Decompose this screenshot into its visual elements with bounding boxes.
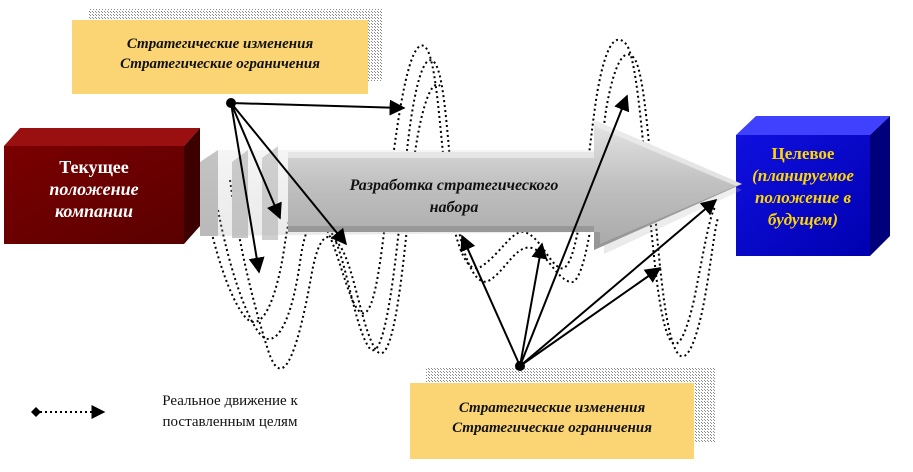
- target-state-line2: (планируемое: [752, 166, 854, 185]
- legend-label: Реальное движение к поставленным целям: [120, 391, 340, 433]
- bottom-label-line1: Стратегические изменения: [458, 400, 646, 416]
- strategy-arrow-label: Разработка стратегического набора: [296, 175, 612, 219]
- target-state-label: Целевое (планируемое положение в будущем…: [736, 143, 870, 231]
- current-state-title: Текущее: [59, 157, 129, 177]
- top-label-line1: Стратегические изменения: [126, 36, 314, 52]
- target-state-box: [736, 116, 890, 256]
- bottom-impact-arrows: [460, 94, 718, 367]
- bottom-source-point: [515, 361, 525, 371]
- target-state-line3: положение в: [754, 188, 852, 207]
- current-state-line2: положение: [49, 179, 139, 199]
- top-label-line2: Стратегические ограничения: [120, 56, 320, 72]
- bottom-label-box: Стратегические изменения Стратегические …: [410, 383, 694, 459]
- bottom-label-line2: Стратегические ограничения: [452, 420, 652, 436]
- top-impact-arrows: [230, 99, 406, 274]
- strategy-arrow-line2: набора: [429, 199, 479, 216]
- legend-line1: Реальное движение к: [162, 393, 298, 409]
- current-state-label: Текущее положение компании: [4, 156, 184, 222]
- legend-line2: поставленным целям: [162, 414, 298, 430]
- current-state-box: [4, 128, 200, 244]
- strategy-arrow-line1: Разработка стратегического: [349, 177, 559, 194]
- target-state-line4: будущем): [767, 210, 839, 229]
- target-state-title: Целевое: [771, 144, 835, 163]
- top-source-point: [226, 98, 236, 108]
- top-label-box: Стратегические изменения Стратегические …: [72, 20, 368, 94]
- legend-symbol: [31, 405, 106, 419]
- current-state-line3: компании: [54, 201, 134, 221]
